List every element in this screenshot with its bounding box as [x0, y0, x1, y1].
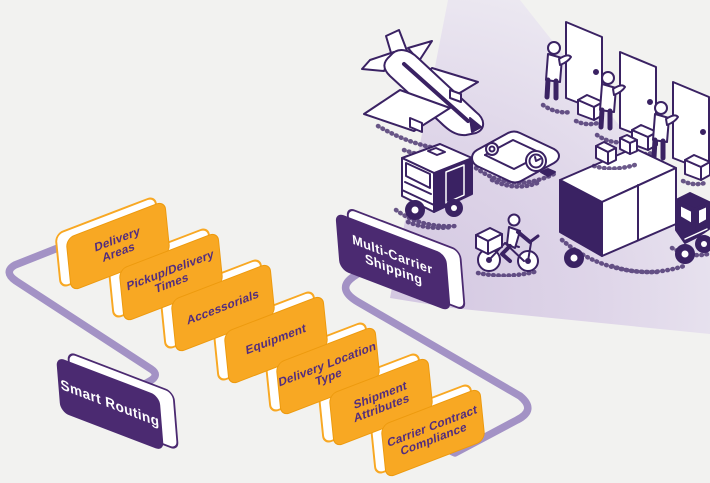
parcels-icon — [590, 126, 646, 170]
flow-step-label: Equipment — [244, 320, 307, 358]
delivery-van-icon — [388, 132, 480, 232]
door-recipient-icon-3 — [645, 80, 710, 192]
envelope-clock-icon — [462, 122, 566, 202]
box-truck-icon — [552, 140, 710, 280]
door-recipient-icon-1 — [538, 20, 608, 132]
flow-step-label: Delivery Areas — [93, 223, 141, 266]
airplane-icon — [352, 26, 500, 168]
bike-courier-icon — [474, 203, 544, 277]
